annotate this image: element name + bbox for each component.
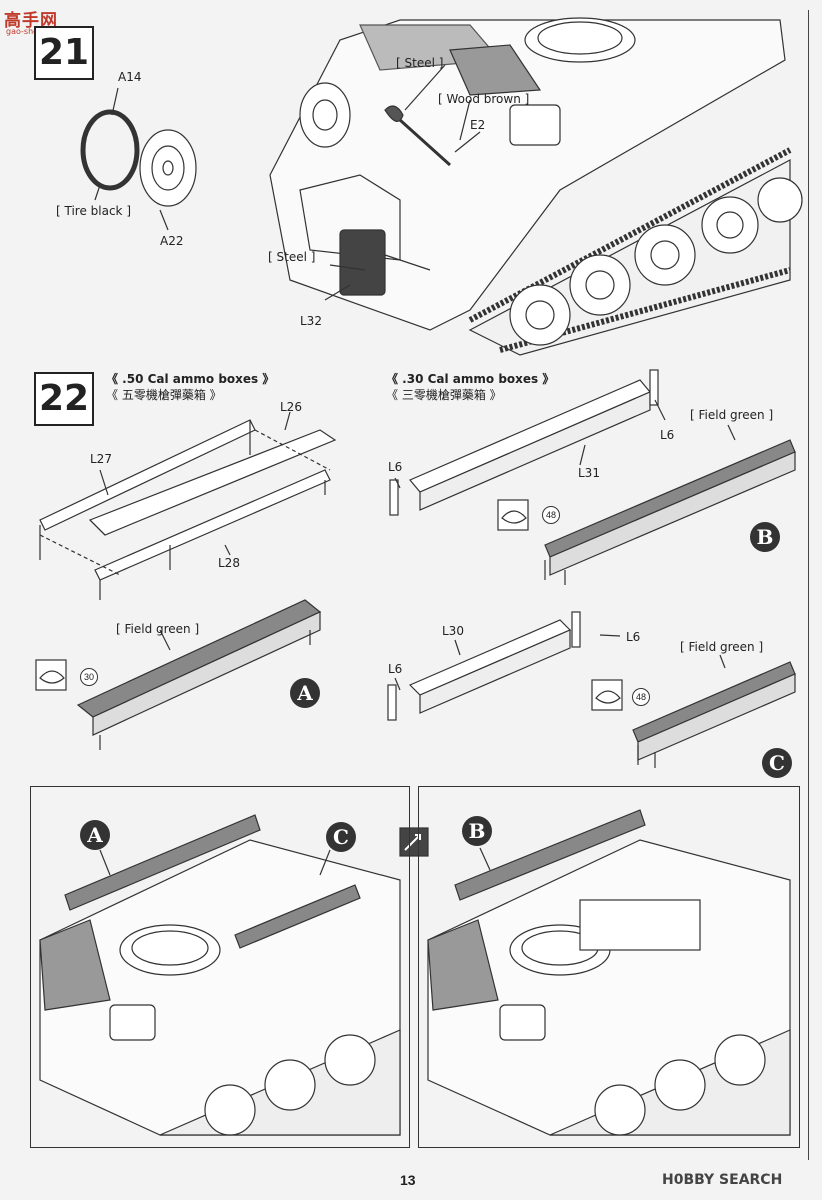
paint-code-a: 30	[80, 668, 98, 686]
step-22-number: 22	[34, 372, 94, 426]
part-l6-right: L6	[660, 428, 675, 442]
part-l31: L31	[578, 466, 600, 480]
cal30-l31-drawing	[389, 369, 666, 516]
part-e2: E2	[470, 118, 486, 132]
field-green-label-a: [ Field green ]	[116, 622, 200, 636]
hull-drawing-step21	[269, 17, 803, 356]
cal30-title-en: 《 .30 Cal ammo boxes 》	[386, 372, 555, 386]
part-l32: L32	[300, 314, 322, 328]
hull-drawing-panel-left	[39, 814, 401, 1136]
part-a14: A14	[118, 70, 142, 84]
field-green-label-c: [ Field green ]	[680, 640, 764, 654]
wood-brown-label: [ Wood brown ]	[438, 92, 530, 106]
paint-code-c: 48	[632, 688, 650, 706]
steel-label-top: [ Steel ]	[396, 56, 444, 70]
part-l27: L27	[90, 452, 112, 466]
cal50-assembled-drawing	[76, 599, 322, 750]
field-green-label-b: [ Field green ]	[690, 408, 774, 422]
cal30-l30-drawing	[387, 611, 621, 721]
hull-drawing-panel-right	[427, 809, 791, 1136]
part-l30: L30	[442, 624, 464, 638]
wheel-drawing	[139, 129, 197, 207]
part-l28: L28	[218, 556, 240, 570]
hobby-search-logo: H0BBY SEARCH	[662, 1172, 783, 1188]
cal30-c-assembled-drawing	[632, 654, 796, 768]
steel-label-mid: [ Steel ]	[268, 250, 316, 264]
cal30-b-assembled-drawing	[544, 424, 796, 585]
cal50-title-en: 《 .50 Cal ammo boxes 》	[106, 372, 275, 386]
panel-left-badge-c: C	[326, 822, 356, 852]
cal30-title-zh: 《 三零機槍彈藥箱 》	[386, 388, 502, 402]
part-l6-left: L6	[388, 460, 403, 474]
badge-c: C	[762, 748, 792, 778]
badge-b: B	[750, 522, 780, 552]
cal50-exploded-drawing	[39, 411, 337, 600]
panel-right-badge-b: B	[462, 816, 492, 846]
badge-a: A	[290, 678, 320, 708]
tire-drawing	[80, 109, 140, 191]
page-frame	[18, 10, 809, 1160]
tire-black-label: [ Tire black ]	[56, 204, 132, 218]
part-l26: L26	[280, 400, 302, 414]
part-l6-l30-left: L6	[388, 662, 403, 676]
placement-panel-left	[30, 786, 410, 1148]
step-21-number: 21	[34, 26, 94, 80]
paint-code-b: 48	[542, 506, 560, 524]
page-number: 13	[400, 1172, 416, 1188]
cal50-title-zh: 《 五零機槍彈藥箱 》	[106, 388, 222, 402]
placement-panel-right	[418, 786, 800, 1148]
part-a22: A22	[160, 234, 184, 248]
panel-left-badge-a: A	[80, 820, 110, 850]
part-l6-l30-right: L6	[626, 630, 641, 644]
